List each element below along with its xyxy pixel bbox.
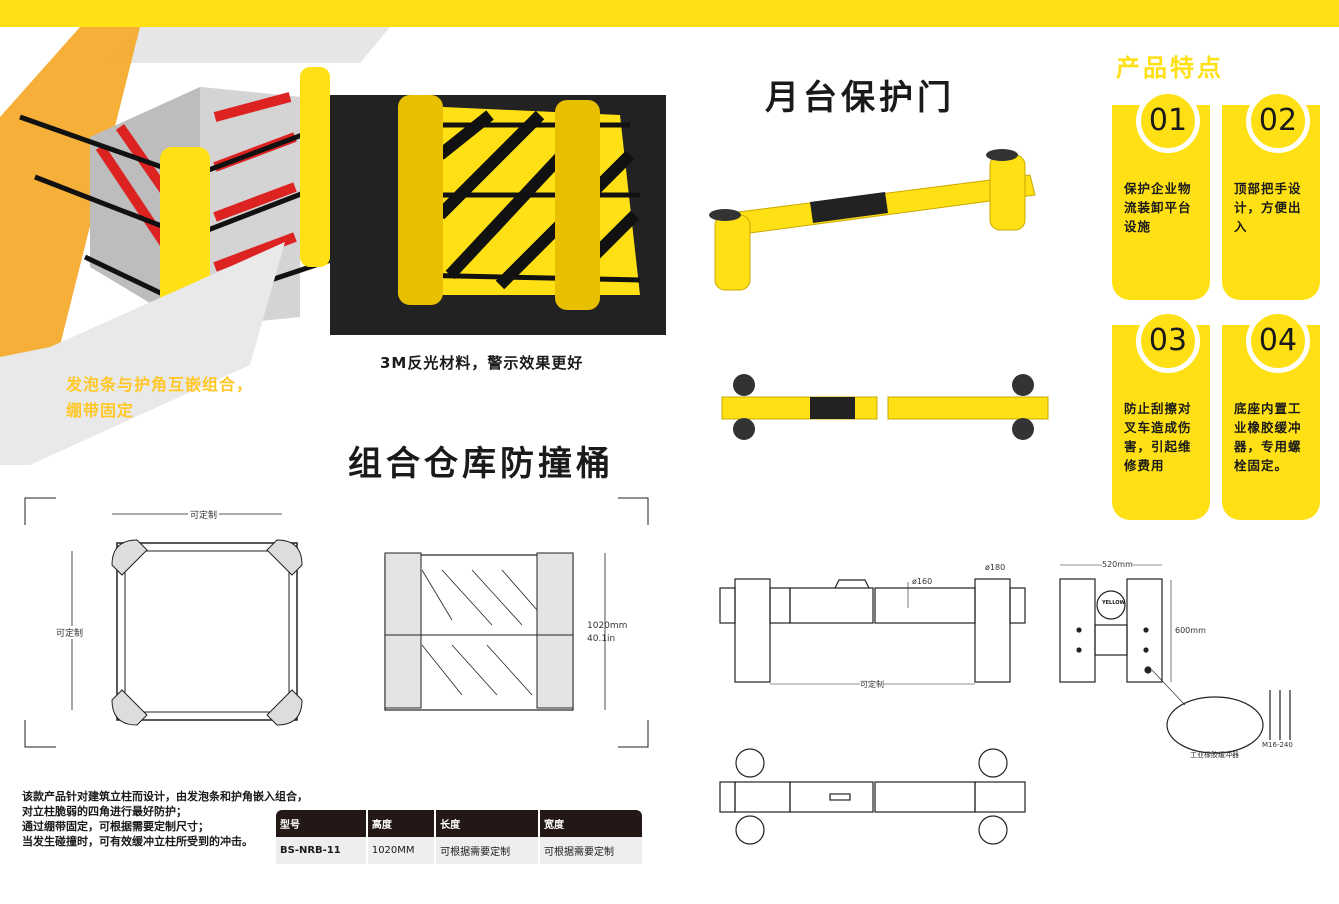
- gate-width-label: 520mm: [1102, 560, 1133, 569]
- description-line: 对立柱脆弱的四角进行最好防护；: [22, 805, 187, 818]
- pipe-diameter-label: ø160: [912, 577, 933, 586]
- column-guard-photo: [0, 27, 390, 465]
- feature-card-03: 03 防止刮擦对叉车造成伤害，引起维修费用: [1112, 309, 1210, 520]
- callout-line-2: 绷带固定: [66, 401, 135, 420]
- logo-text: YELLOW: [1102, 600, 1125, 606]
- section-title-column-guard: 组合仓库防撞桶: [348, 444, 614, 484]
- feature-number: 02: [1246, 89, 1310, 153]
- product-description: 该款产品针对建筑立柱而设计，由发泡条和护角嵌入组合， 对立柱脆弱的四角进行最好防…: [22, 789, 308, 849]
- dock-gate-drawing: [719, 564, 1291, 845]
- cell-length: 可根据需要定制: [436, 837, 539, 864]
- description-line: 当发生碰撞时，可有效缓冲立柱所受到的冲击。: [22, 835, 253, 848]
- col-header-length: 长度: [436, 810, 539, 837]
- description-line: 该款产品针对建筑立柱而设计，由发泡条和护角嵌入组合，: [22, 790, 308, 803]
- features-title: 产品特点: [1116, 53, 1224, 82]
- feature-text: 保护企业物流装卸平台设施: [1124, 181, 1192, 234]
- feature-number: 04: [1246, 309, 1310, 373]
- spec-table: 型号 高度 长度 宽度 BS-NRB-11 1020MM 可根据需要定制 可根据…: [274, 810, 644, 864]
- height-in-label: 40.1in: [587, 634, 616, 644]
- col-header-width: 宽度: [540, 810, 642, 837]
- post-diameter-label: ø180: [985, 563, 1006, 572]
- feature-text: 底座内置工业橡胶缓冲器，专用螺栓固定。: [1234, 401, 1302, 473]
- width-label: 可定制: [188, 508, 220, 521]
- cell-width: 可根据需要定制: [540, 837, 642, 864]
- photo-callout: 发泡条与护角互嵌组合， 绷带固定: [66, 372, 253, 424]
- table-row: BS-NRB-11 1020MM 可根据需要定制 可根据需要定制: [276, 837, 642, 864]
- cell-model: BS-NRB-11: [276, 837, 366, 864]
- feature-card-02: 02 顶部把手设计，方便出入: [1222, 89, 1320, 300]
- feature-card-04: 04 底座内置工业橡胶缓冲器，专用螺栓固定。: [1222, 309, 1320, 520]
- buffer-label: 工业橡胶缓冲器: [1190, 751, 1239, 759]
- callout-line-1: 发泡条与护角互嵌组合，: [66, 375, 254, 394]
- top-accent-bar: [0, 0, 1339, 27]
- dock-gate-renders: [709, 149, 1049, 440]
- feature-text: 防止刮擦对叉车造成伤害，引起维修费用: [1124, 401, 1192, 473]
- gate-height-label: 600mm: [1175, 626, 1206, 635]
- feature-card-01: 01 保护企业物流装卸平台设施: [1112, 89, 1210, 300]
- column-guard-drawing: [24, 497, 649, 748]
- feature-number: 03: [1136, 309, 1200, 373]
- feature-number: 01: [1136, 89, 1200, 153]
- reflective-caption: 3M反光材料，警示效果更好: [380, 354, 584, 372]
- bolt-label: M16-240: [1262, 741, 1293, 749]
- length-label: 可定制: [860, 679, 884, 690]
- feature-text: 顶部把手设计，方便出入: [1234, 181, 1302, 234]
- table-header-row: 型号 高度 长度 宽度: [276, 810, 642, 837]
- depth-label: 可定制: [56, 626, 84, 639]
- col-header-model: 型号: [276, 810, 366, 837]
- col-header-height: 高度: [367, 810, 435, 837]
- height-mm-label: 1020mm: [587, 621, 628, 631]
- cell-height: 1020MM: [367, 837, 435, 864]
- description-line: 通过绷带固定，可根据需要定制尺寸；: [22, 820, 209, 833]
- reflective-guard-photo: [330, 95, 666, 335]
- section-title-dock-gate: 月台保护门: [765, 78, 955, 118]
